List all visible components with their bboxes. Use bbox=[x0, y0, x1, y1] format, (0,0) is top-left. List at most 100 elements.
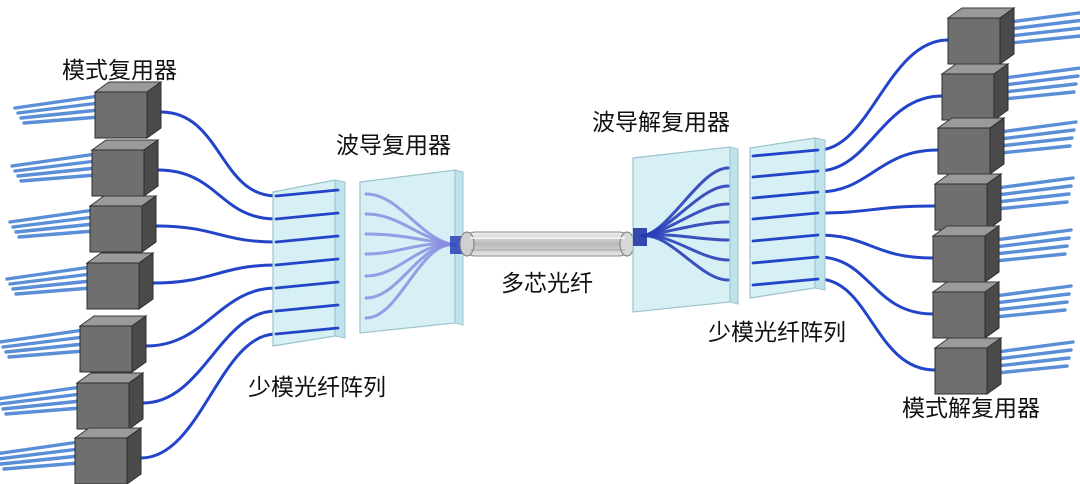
mode-demux-label: 模式解复用器 bbox=[902, 396, 1040, 422]
pigtail bbox=[1008, 34, 1080, 45]
pigtail bbox=[993, 244, 1069, 256]
box-side-face bbox=[138, 252, 154, 310]
array-line-left-6 bbox=[274, 303, 340, 313]
box-front-face bbox=[76, 382, 130, 430]
pigtail bbox=[1002, 74, 1080, 87]
pigtail bbox=[995, 348, 1073, 361]
box-side-face bbox=[984, 281, 1000, 339]
pigtail bbox=[22, 115, 101, 125]
box-front-face bbox=[941, 73, 995, 121]
mode-mux-box-2 bbox=[10, 139, 160, 197]
pigtail bbox=[998, 136, 1074, 148]
pigtail bbox=[993, 236, 1071, 249]
box-side-face bbox=[131, 315, 147, 373]
fiber-right-6 bbox=[816, 255, 935, 316]
mode-demux-box-2 bbox=[940, 63, 1080, 121]
array-line-left-1 bbox=[274, 188, 340, 198]
fiber-right-2 bbox=[816, 94, 944, 173]
waveguide-mux-label: 波导复用器 bbox=[336, 133, 451, 159]
pigtail bbox=[1002, 90, 1076, 101]
waveguide-demux-label: 波导解复用器 bbox=[592, 110, 730, 136]
pigtail bbox=[8, 272, 93, 286]
box-side-face bbox=[143, 139, 159, 197]
box-front-face bbox=[91, 149, 145, 197]
mode-demux-box-4 bbox=[933, 173, 1075, 231]
fiber-left-5 bbox=[144, 286, 278, 348]
pigtail bbox=[0, 392, 83, 406]
array-line-right-3 bbox=[751, 190, 820, 200]
demux-waveguide-7 bbox=[640, 234, 730, 282]
mode-mux-box-7 bbox=[0, 427, 143, 484]
pigtail bbox=[1, 335, 86, 349]
box-side-face bbox=[986, 337, 1002, 395]
pigtail bbox=[10, 152, 98, 168]
pigtail bbox=[17, 229, 96, 239]
array-line-left-7 bbox=[274, 326, 340, 336]
pigtail bbox=[993, 292, 1071, 305]
box-side-face bbox=[146, 81, 162, 139]
pigtail bbox=[995, 340, 1075, 354]
pigtail bbox=[13, 159, 98, 173]
pigtail bbox=[1002, 82, 1078, 94]
box-side-face bbox=[986, 173, 1002, 231]
pigtail bbox=[1008, 18, 1080, 31]
box-front-face bbox=[932, 235, 986, 283]
pigtail bbox=[995, 356, 1071, 368]
box-side-face bbox=[984, 225, 1000, 283]
box-side-face bbox=[993, 63, 1009, 121]
pigtail bbox=[995, 192, 1071, 204]
right-few-mode-array-label: 少模光纤阵列 bbox=[708, 320, 846, 346]
box-side-face bbox=[128, 372, 144, 430]
pigtail bbox=[19, 108, 101, 120]
pigtail bbox=[16, 101, 101, 115]
box-front-face bbox=[94, 91, 148, 139]
mode-demux-box-7 bbox=[933, 337, 1075, 395]
right-fiber-bundle bbox=[816, 38, 950, 372]
pigtail bbox=[995, 176, 1075, 190]
fiber-left-4 bbox=[151, 263, 278, 285]
array-line-left-3 bbox=[274, 234, 340, 244]
demux-waveguide-paths bbox=[633, 166, 730, 282]
multicore-fiber-label: 多芯光纤 bbox=[501, 271, 593, 297]
pigtail bbox=[995, 184, 1073, 197]
pigtail bbox=[14, 222, 96, 234]
array-line-left-5 bbox=[274, 280, 340, 290]
array-line-left-2 bbox=[274, 211, 340, 221]
pigtail bbox=[0, 447, 81, 461]
waveguide-demux-chip bbox=[632, 146, 739, 313]
pigtail bbox=[1008, 26, 1080, 38]
fiber-right-5 bbox=[816, 233, 935, 260]
pigtail bbox=[7, 349, 86, 359]
array-line-right-4 bbox=[751, 211, 820, 221]
left-fiber-bundle bbox=[139, 110, 278, 460]
mux-waveguide-7 bbox=[364, 243, 457, 320]
mode-mux-box-3 bbox=[8, 195, 158, 253]
box-front-face bbox=[932, 291, 986, 339]
multicore-fiber bbox=[459, 231, 635, 257]
pigtail bbox=[995, 200, 1069, 211]
mode-mux-box-1 bbox=[13, 81, 163, 139]
array-line-right-7 bbox=[751, 277, 820, 287]
pigtail bbox=[993, 308, 1067, 319]
box-side-face bbox=[141, 195, 157, 253]
box-side-face bbox=[989, 117, 1005, 175]
mode-demux-box-6 bbox=[931, 281, 1073, 339]
fiber-left-1 bbox=[159, 110, 278, 198]
pigtail bbox=[998, 120, 1078, 134]
mux-output-port bbox=[450, 236, 462, 254]
mode-mux-boxes bbox=[0, 81, 163, 484]
pigtail bbox=[1, 399, 83, 411]
array-line-right-5 bbox=[751, 233, 820, 243]
fiber-right-4 bbox=[816, 204, 937, 215]
pigtail bbox=[19, 173, 98, 183]
fiber-left-2 bbox=[156, 168, 278, 221]
pigtail bbox=[993, 228, 1073, 242]
pigtail bbox=[995, 364, 1069, 375]
mode-mux-box-4 bbox=[5, 252, 155, 310]
mode-demux-box-5 bbox=[931, 225, 1073, 283]
box-front-face bbox=[86, 262, 140, 310]
box-front-face bbox=[74, 437, 128, 484]
pigtail bbox=[998, 128, 1076, 141]
pigtail bbox=[11, 215, 96, 229]
